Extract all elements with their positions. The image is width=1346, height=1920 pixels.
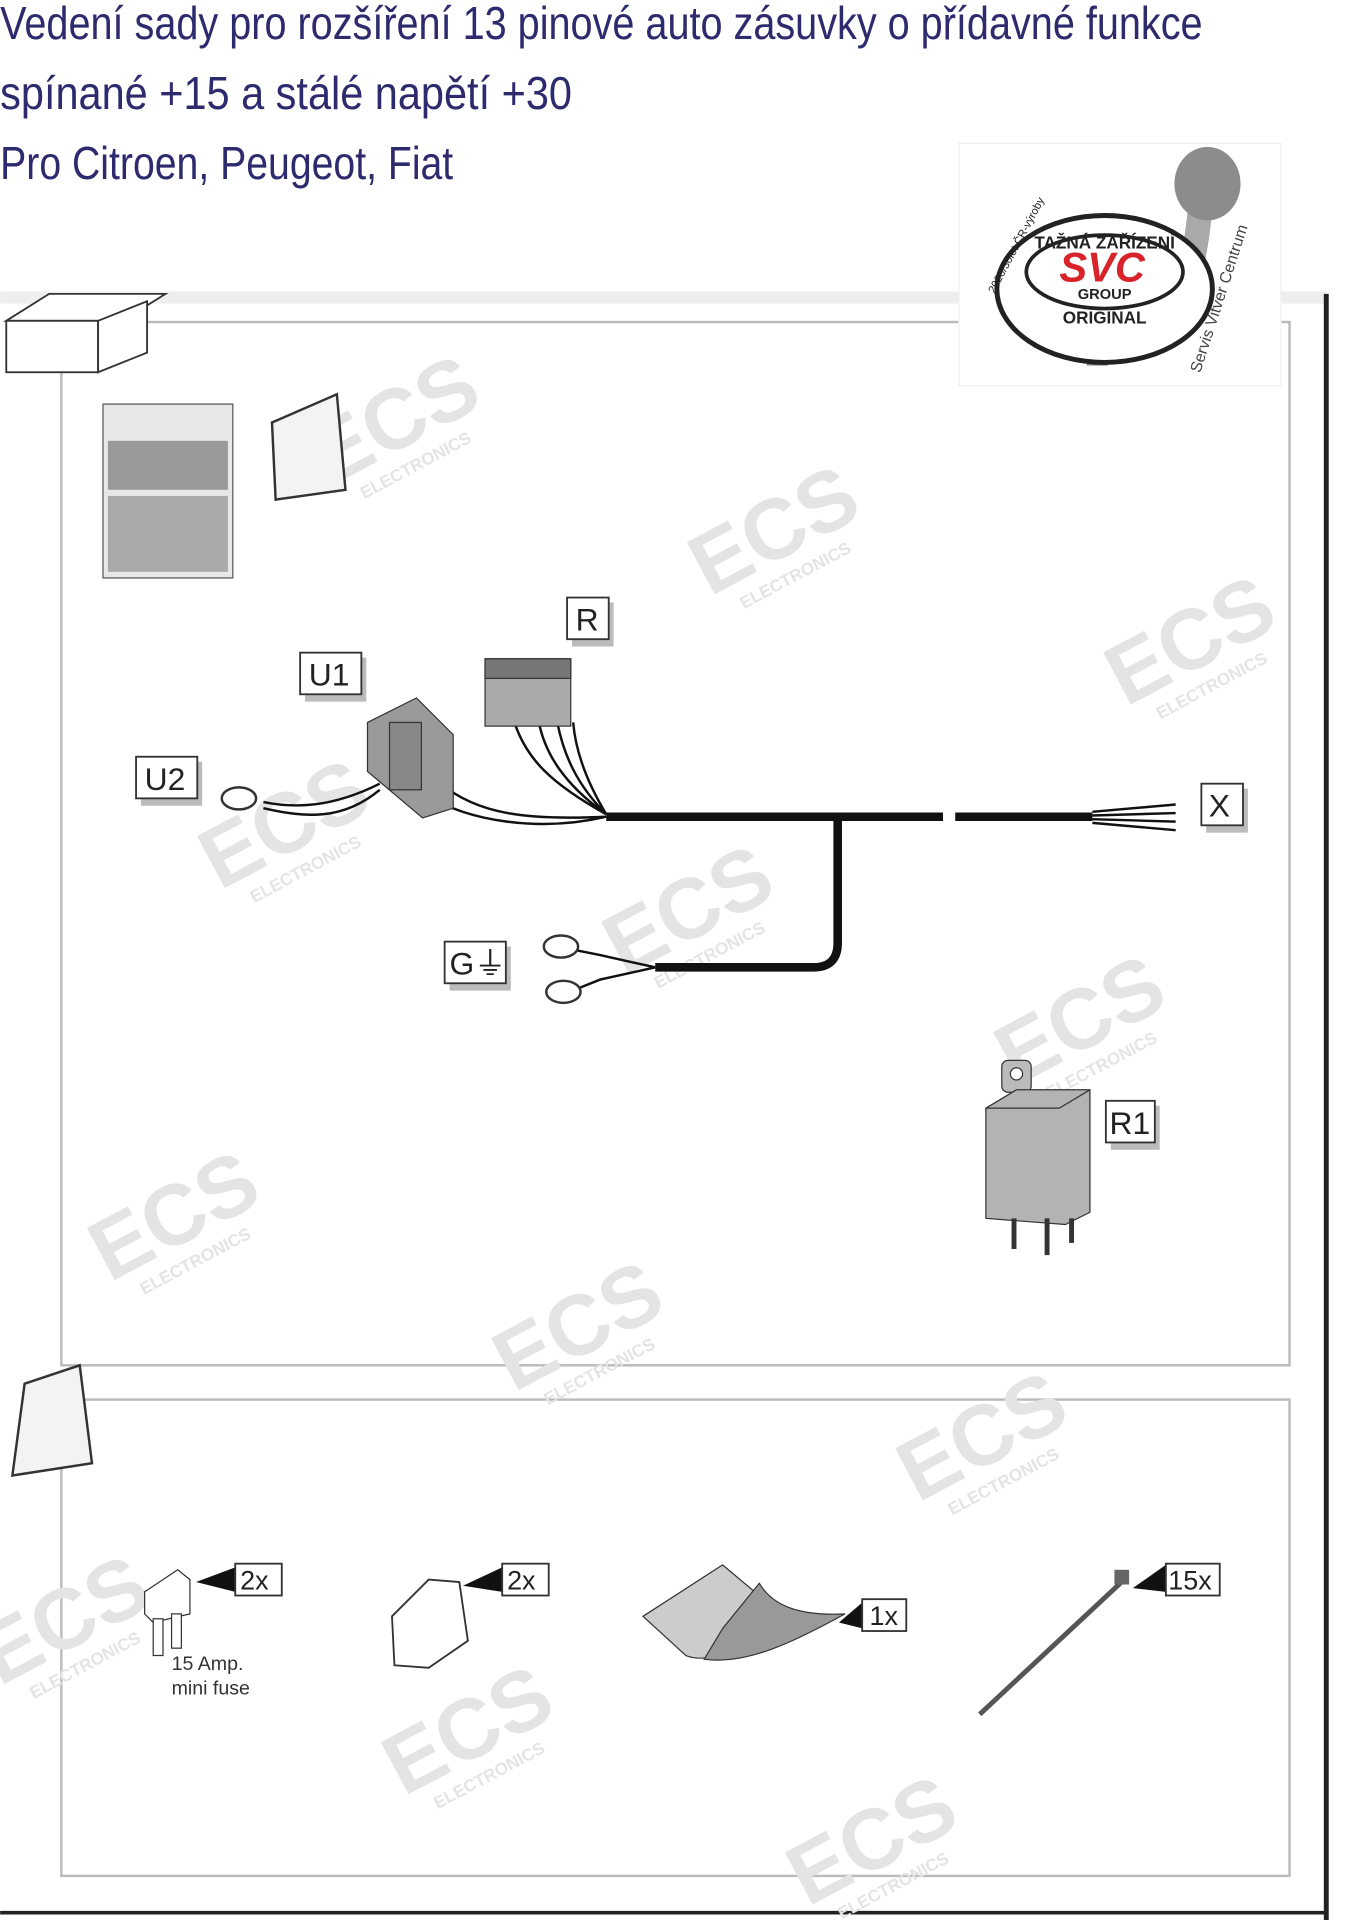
insulation-sheet-icon	[642, 1564, 846, 1661]
label-r: R	[566, 596, 614, 647]
svg-text:2x: 2x	[240, 1565, 269, 1595]
label-u2: U2	[135, 755, 203, 806]
svg-text:G⏚: G⏚	[450, 946, 507, 982]
qty-fuse: 2x	[234, 1562, 283, 1597]
mini-fuse-icon	[144, 1569, 191, 1657]
svc-logo: TAŽNÁ ZAŘÍZENÍ SVC GROUP ORIGINAL 2020/3…	[958, 142, 1282, 387]
title-line-2: spínané +15 a stálé napětí +30	[0, 67, 572, 119]
fuse-cap-icon	[391, 1578, 469, 1669]
cable-tie-icon	[978, 1569, 1130, 1717]
logo-group: GROUP	[1078, 287, 1132, 303]
qty-cap: 2x	[501, 1562, 550, 1597]
svg-text:X: X	[1209, 788, 1230, 824]
svg-text:2x: 2x	[507, 1565, 536, 1595]
fuse-caption-2: mini fuse	[172, 1678, 250, 1700]
svg-text:U2: U2	[145, 761, 186, 797]
package-box-icon	[3, 292, 169, 374]
wire-harness	[263, 722, 1176, 993]
title-line-1: Vedení sady pro rozšíření 13 pinové auto…	[0, 0, 1202, 49]
label-u1: U1	[299, 651, 367, 702]
logo-brand: SVC	[1059, 244, 1146, 291]
logo-bottom: ORIGINAL	[1063, 307, 1147, 327]
logo-top-text: TAŽNÁ ZAŘÍZENÍ	[1034, 233, 1176, 253]
instruction-manual-icon	[102, 403, 234, 579]
svg-text:ECS: ECS	[0, 1536, 164, 1703]
fuse-caption-1: 15 Amp.	[172, 1653, 244, 1675]
relay-socket-r	[484, 658, 572, 727]
accessories-panel	[60, 1398, 1291, 1878]
qty-cable-tie: 15x	[1164, 1562, 1221, 1597]
pointer	[196, 1567, 236, 1592]
plastic-bag-icon	[270, 392, 347, 501]
ring-terminal-ground-1	[542, 934, 580, 959]
label-x: X	[1200, 782, 1248, 833]
qty-sheet: 1x	[861, 1598, 908, 1632]
fuse-holder-u1	[366, 697, 454, 819]
label-r1: R1	[1104, 1099, 1160, 1150]
ring-terminal-ground-2	[545, 979, 582, 1005]
svg-text:R1: R1	[1110, 1105, 1151, 1141]
svg-text:U1: U1	[309, 657, 350, 693]
pointer	[463, 1567, 503, 1592]
label-ground: G⏚	[443, 940, 511, 991]
title-line-3: Pro Citroen, Peugeot, Fiat	[0, 137, 453, 189]
pointer	[838, 1601, 864, 1629]
harness-panel	[60, 320, 1291, 1367]
ring-terminal-u2	[220, 786, 258, 811]
pointer	[1132, 1564, 1166, 1592]
svg-text:1x: 1x	[870, 1601, 899, 1631]
accessories-bag-icon	[10, 1363, 94, 1477]
svg-text:15x: 15x	[1168, 1565, 1212, 1595]
relay-r1	[985, 1059, 1091, 1256]
svg-text:R: R	[576, 602, 599, 638]
